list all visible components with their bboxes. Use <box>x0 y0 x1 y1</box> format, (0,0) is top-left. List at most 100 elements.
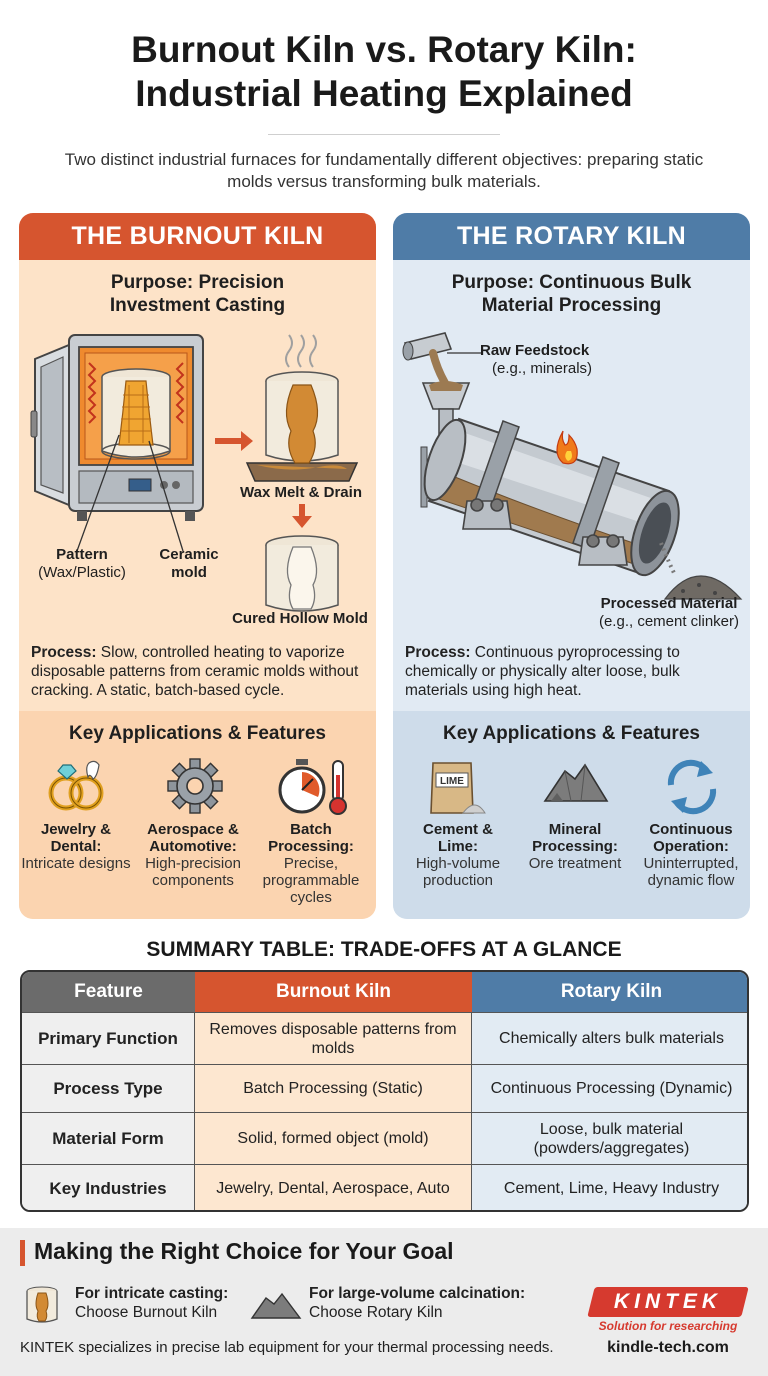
burnout-feature-aerospace-title: Aerospace & Automotive: <box>147 821 239 855</box>
choice-option-rotary: For large-volume calcination: Choose Rot… <box>309 1284 525 1322</box>
rotary-feature-continuous-title: Continuous Operation: <box>649 821 733 855</box>
ore-pile-small-icon <box>250 1292 302 1319</box>
choice-option-burnout: For intricate casting: Choose Burnout Ki… <box>75 1284 228 1322</box>
kintek-logo: KINTEK <box>613 1290 723 1313</box>
burnout-header: THE BURNOUT KILN <box>19 213 376 260</box>
rotary-feature-mineral-title: Mineral Processing: <box>532 821 618 855</box>
table-cell: Cement, Lime, Heavy Industry <box>472 1164 747 1210</box>
title-line-2: Industrial Heating Explained <box>135 73 633 114</box>
rotary-panel: THE ROTARY KILN Purpose: Continuous Bulk… <box>393 213 750 919</box>
feed-label-sub: (e.g., minerals) <box>492 360 593 377</box>
cycle-arrows-icon <box>667 759 717 815</box>
flame-icon <box>556 430 578 465</box>
rotary-feature-mineral-desc: Ore treatment <box>528 855 622 872</box>
kiln-door-icon <box>30 343 70 507</box>
table-cell: Jewelry, Dental, Aerospace, Auto <box>195 1164 472 1210</box>
rotary-header: THE ROTARY KILN <box>393 213 750 260</box>
rings-icon <box>48 760 104 811</box>
page-title: Burnout Kiln vs. Rotary Kiln: Industrial… <box>0 28 768 116</box>
table-cell: Continuous Processing (Dynamic) <box>472 1064 747 1112</box>
arrow-down-icon <box>292 504 312 528</box>
rotary-purpose-line-2: Material Processing <box>481 295 662 316</box>
lime-bag-icon: LIME <box>430 762 486 814</box>
rotary-kiln-illustration <box>402 332 743 600</box>
table-row-label: Primary Function <box>22 1012 195 1064</box>
burnout-purpose-line-2: Investment Casting <box>109 295 286 316</box>
website-link[interactable]: kindle-tech.com <box>607 1339 729 1356</box>
gear-icon <box>167 758 223 814</box>
burnout-features-section <box>19 711 376 919</box>
output-label-sub: (e.g., cement clinker) <box>598 613 740 630</box>
choice-option-burnout-text: Choose Burnout Kiln <box>75 1304 218 1321</box>
pattern-label-sub: (Wax/Plastic) <box>38 564 126 581</box>
cured-hollow-mold-icon <box>265 535 339 612</box>
rotary-key-heading: Key Applications & Features <box>443 723 700 744</box>
rotary-process-text: Continuous pyroprocessing to chemically … <box>405 644 680 699</box>
processed-material-pile-icon <box>659 542 743 600</box>
ceramic-label-sub: mold <box>171 564 207 581</box>
table-cell: Removes disposable patterns from molds <box>195 1012 472 1064</box>
table-cell: Batch Processing (Static) <box>195 1064 472 1112</box>
rotary-feature-cement-desc: High-volume production <box>415 855 501 889</box>
choice-option-rotary-text: Choose Rotary Kiln <box>309 1304 443 1321</box>
wax-melt-label: Wax Melt & Drain <box>231 484 371 502</box>
title-divider <box>268 134 500 135</box>
rotary-drum-icon <box>423 417 680 577</box>
table-row-label: Process Type <box>22 1064 195 1112</box>
cured-mold-label: Cured Hollow Mold <box>225 610 375 628</box>
timer-thermometer-icon <box>278 759 347 815</box>
burnout-process-text: Slow, controlled heating to vaporize dis… <box>31 644 359 699</box>
page-subtitle: Two distinct industrial furnaces for fun… <box>64 150 704 191</box>
burnout-feature-aerospace-desc: High-precision components <box>145 855 241 889</box>
burnout-feature-batch-title: Batch Processing: <box>268 821 354 855</box>
choice-option-burnout-title: For intricate casting: <box>75 1285 229 1302</box>
burnout-feature-aerospace: Aerospace & Automotive: High-precision c… <box>137 821 249 889</box>
wax-melt-mold-icon <box>245 371 359 482</box>
burnout-process-label: Process: <box>31 644 97 661</box>
kiln-supports-icon <box>462 498 628 566</box>
title-line-1: Burnout Kiln vs. Rotary Kiln: <box>131 29 637 70</box>
rotary-feature-continuous: Continuous Operation: Uninterrupted, dyn… <box>633 821 749 889</box>
summary-table: Feature Burnout Kiln Rotary Kiln Primary… <box>20 970 749 1212</box>
summary-table-title: SUMMARY TABLE: TRADE-OFFS AT A GLANCE <box>146 938 622 961</box>
footer-text: KINTEK specializes in precise lab equipm… <box>20 1339 554 1356</box>
ceramic-label-title: Ceramic <box>159 546 219 563</box>
kintek-tagline: Solution for researching <box>598 1319 738 1333</box>
ore-pile-icon <box>543 763 609 802</box>
table-cell: Solid, formed object (mold) <box>195 1112 472 1164</box>
feed-label-title: Raw Feedstock <box>480 342 590 359</box>
wax-melt-label-text: Wax Melt & Drain <box>240 484 362 501</box>
table-row-label: Material Form <box>22 1112 195 1164</box>
choice-title: Making the Right Choice for Your Goal <box>34 1238 454 1264</box>
table-row-label: Key Industries <box>22 1164 195 1210</box>
rotary-feature-cement: Cement & Lime: High-volume production <box>403 821 513 889</box>
table-header-burnout: Burnout Kiln <box>195 972 472 1012</box>
burnout-key-heading: Key Applications & Features <box>69 723 326 744</box>
rotary-process-label: Process: <box>405 644 471 661</box>
pattern-label: Pattern (Wax/Plastic) <box>27 546 137 582</box>
lime-bag-label: LIME <box>440 776 464 787</box>
choice-accent-bar <box>20 1240 25 1266</box>
table-cell: Loose, bulk material (powders/aggregates… <box>472 1112 747 1164</box>
cured-mold-label-text: Cured Hollow Mold <box>232 610 368 627</box>
pattern-label-title: Pattern <box>56 546 108 563</box>
rotary-purpose: Purpose: Continuous Bulk Material Proces… <box>393 271 750 317</box>
output-label: Processed Material (e.g., cement clinker… <box>589 595 749 631</box>
ceramic-label: Ceramic mold <box>147 546 231 582</box>
rotary-process: Process: Continuous pyroprocessing to ch… <box>405 643 741 700</box>
arrow-right-icon <box>215 431 253 451</box>
burnout-purpose: Purpose: Precision Investment Casting <box>19 271 376 317</box>
table-header-feature: Feature <box>22 972 195 1012</box>
rotary-features-section <box>393 711 750 919</box>
rotary-feature-continuous-desc: Uninterrupted, dynamic flow <box>643 855 739 889</box>
output-label-title: Processed Material <box>600 595 738 612</box>
burnout-panel: THE BURNOUT KILN Purpose: Precision Inve… <box>19 213 376 919</box>
rotary-feature-mineral: Mineral Processing: Ore treatment <box>519 821 631 872</box>
burnout-feature-batch: Batch Processing: Precise, programmable … <box>253 821 369 906</box>
burnout-feature-jewelry: Jewelry & Dental: Intricate designs <box>21 821 131 872</box>
burnout-kiln-illustration <box>30 334 359 612</box>
burnout-feature-jewelry-desc: Intricate designs <box>21 855 131 872</box>
feed-label: Raw Feedstock (e.g., minerals) <box>480 342 640 378</box>
burnout-purpose-line-1: Purpose: Precision <box>110 272 285 293</box>
burnout-feature-jewelry-title: Jewelry & Dental: <box>40 821 112 855</box>
